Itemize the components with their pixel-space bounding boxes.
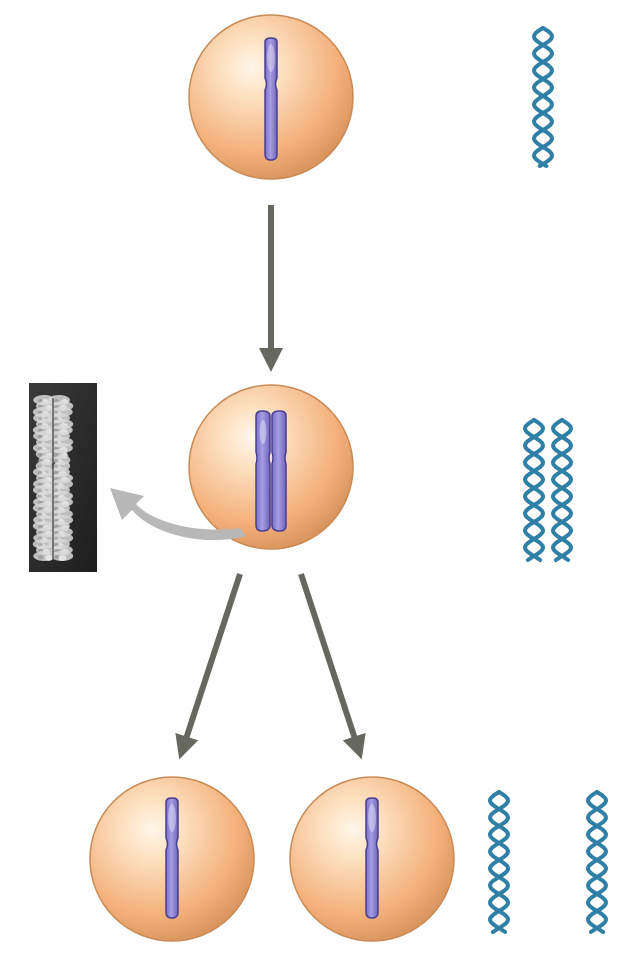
curved-arrow-to-micrograph (110, 488, 246, 541)
dna-strand-b (531, 26, 555, 168)
cell-with-single-chromosome-icon (264, 37, 278, 161)
replicated-cell (188, 384, 354, 550)
chromosome-highlight (168, 804, 176, 832)
chromosome (264, 37, 278, 161)
micrograph-chromosome (32, 395, 74, 561)
micrograph-texture (58, 555, 67, 561)
cell-with-replicated-chromosome-icon (255, 410, 287, 532)
cell-with-single-chromosome-icon (165, 797, 179, 919)
chromosome-highlight (368, 804, 376, 832)
dna-strand-a (585, 790, 609, 934)
daughter-cell-right (289, 776, 455, 942)
arrow-to-daughter-left (175, 573, 243, 760)
dna-double-helix-icon (531, 26, 555, 168)
dna-strand-b (585, 790, 609, 934)
arrow-to-daughter-right (298, 573, 366, 760)
chromosome (365, 797, 379, 919)
dna-double-helix-icon (522, 418, 546, 562)
dna-strand-b (522, 418, 546, 562)
micrograph-texture (37, 453, 43, 457)
dna-double-helix-icon (585, 790, 609, 934)
dna-strand-b (487, 790, 511, 934)
chromosome-micrograph-icon (29, 383, 97, 572)
sister-chromatid-left (255, 410, 271, 532)
micrograph-texture (38, 555, 44, 559)
daughter-cell-left (89, 776, 255, 942)
micrograph-texture (54, 555, 60, 559)
micrograph-texture (44, 555, 53, 561)
dna-double-helix-icon (487, 790, 511, 934)
dna-double-helix-icon (550, 418, 574, 562)
sister-chromatid-right (271, 410, 287, 532)
parent-cell (188, 14, 354, 180)
cell-with-single-chromosome-icon (365, 797, 379, 919)
chromosome (165, 797, 179, 919)
dna-strand-b (550, 418, 574, 562)
chromatid-highlight (259, 420, 267, 444)
dna-strand-a (550, 418, 574, 562)
chromosome-highlight (267, 44, 275, 72)
dna-strand-a (522, 418, 546, 562)
dna-strand-a (487, 790, 511, 934)
replicated-cell-body (188, 384, 354, 550)
